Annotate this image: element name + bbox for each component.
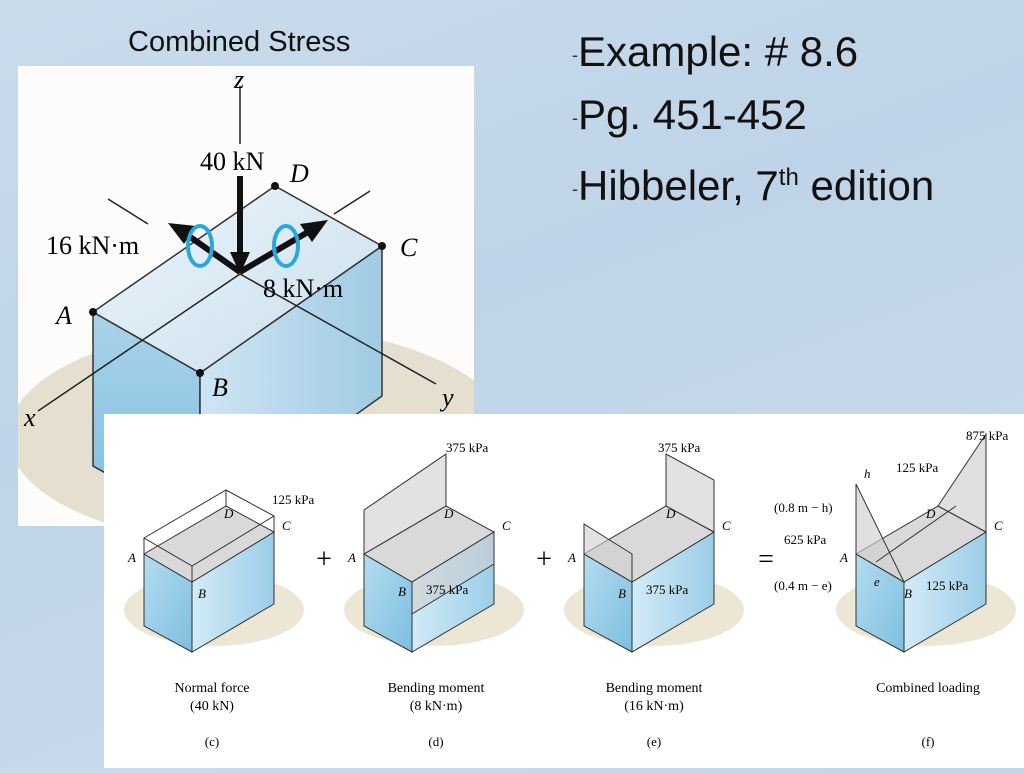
corner-dot-a	[89, 308, 97, 316]
corner-b-label: B	[618, 586, 626, 601]
panel-bending-moment-16: 375 kPa D C A B 375 kPa Bending moment (…	[564, 440, 744, 749]
stress-wedge-tension	[665, 453, 715, 533]
bullet-text: Example: # 8.6	[578, 28, 859, 75]
bullet-page: -Pg. 451-452	[572, 85, 934, 148]
corner-d-label: D	[665, 506, 676, 521]
corner-b-label: B	[398, 584, 406, 599]
corner-b-label: B	[212, 373, 228, 402]
bullet-example: -Example: # 8.6	[572, 22, 934, 85]
panel-top-label: 875 kPa	[966, 428, 1008, 443]
panel-combined-loading: 875 kPa h 125 kPa (0.8 m − h) D C 625 kP…	[774, 428, 1016, 749]
bullet-text: Hibbeler, 7	[578, 161, 779, 209]
bullet-dash: -	[572, 107, 578, 128]
section-line-right	[333, 190, 371, 215]
stress-surface-tension	[937, 432, 987, 533]
force-arrow-head	[230, 252, 250, 274]
corner-dot-c	[378, 242, 386, 250]
axis-y-label: y	[439, 383, 454, 412]
corner-d-label: D	[443, 506, 454, 521]
stress-distribution-figure: 125 kPa D C A B Normal force (40 kN) (c)…	[104, 414, 1024, 768]
corner-c-label: C	[502, 518, 511, 533]
panel-letter: (d)	[428, 734, 443, 749]
panel-caption-line1: Bending moment	[388, 681, 485, 696]
x-axis	[37, 273, 241, 412]
stress-wedge-compression	[411, 531, 495, 615]
corner-c-label: C	[994, 518, 1003, 533]
panel-bottom-label: 375 kPa	[646, 582, 688, 597]
bullet-book: -Hibbeler, 7th edition	[572, 148, 934, 219]
corner-d-label: D	[925, 506, 936, 521]
panel-normal-force: 125 kPa D C A B Normal force (40 kN) (c)	[124, 489, 314, 749]
bullet-text-after: edition	[798, 161, 935, 209]
axis-x-label: x	[23, 403, 36, 432]
y-axis	[239, 273, 437, 385]
panel-bottom-label: 375 kPa	[426, 582, 468, 597]
bullet-dash: -	[572, 44, 578, 65]
moment-y-arrow-head	[300, 220, 328, 242]
corner-c-label: C	[400, 233, 418, 262]
moment-y-curl-icon	[272, 224, 300, 268]
panel-letter: (f)	[922, 734, 935, 749]
dimension-label-h: (0.8 m − h)	[774, 500, 833, 515]
corner-b-label: B	[904, 586, 912, 601]
panel-caption-line2: (40 kN)	[190, 699, 234, 714]
panel-top-label: 375 kPa	[658, 440, 700, 455]
moment-x-label: 16 kN·m	[46, 231, 139, 260]
panel-letter: (c)	[205, 734, 219, 749]
bullet-text: Pg. 451-452	[578, 90, 807, 138]
panel-letter: (e)	[647, 734, 661, 749]
slide-title: Combined Stress	[128, 26, 351, 58]
stress-wedge-tension	[363, 453, 447, 555]
panel-caption-line2: (8 kN·m)	[410, 699, 463, 714]
panel-left-label: 625 kPa	[784, 532, 826, 547]
equals-operator: =	[758, 544, 774, 575]
corner-dot-b	[196, 369, 204, 377]
panel-caption-line1: Bending moment	[606, 681, 703, 696]
panel-bottom-label: 125 kPa	[926, 578, 968, 593]
panel-caption-line2: (16 kN·m)	[624, 699, 684, 714]
corner-c-label: C	[282, 518, 291, 533]
panel-top-label: 375 kPa	[446, 440, 488, 455]
stress-wedge-compression	[583, 523, 633, 583]
moment-y-label: 8 kN·m	[263, 274, 343, 303]
corner-c-label: C	[722, 518, 731, 533]
h-label: h	[864, 466, 871, 481]
moment-x-curl-icon	[186, 224, 214, 268]
bullet-superscript: th	[778, 163, 799, 191]
corner-d-label: D	[223, 506, 234, 521]
e-label: e	[874, 574, 880, 589]
bullet-list: -Example: # 8.6 -Pg. 451-452 -Hibbeler, …	[572, 22, 934, 219]
corner-d-label: D	[289, 159, 309, 188]
section-line-left	[107, 198, 149, 225]
panel-caption-line1: Normal force	[174, 681, 249, 696]
corner-a-label: A	[347, 550, 356, 565]
corner-b-label: B	[198, 586, 206, 601]
panel-bending-moment-8: 375 kPa D C A B 375 kPa Bending moment (…	[344, 440, 524, 749]
panel-mid-label: 125 kPa	[896, 460, 938, 475]
dimension-label-e: (0.4 m − e)	[774, 578, 832, 593]
corner-a-label: A	[839, 550, 848, 565]
plus-operator: +	[536, 544, 552, 575]
plus-operator: +	[316, 544, 332, 575]
stress-surface-compression	[855, 483, 906, 584]
force-label: 40 kN	[200, 147, 265, 176]
panel-caption-line1: Combined loading	[876, 681, 980, 696]
axis-z-label: z	[233, 66, 244, 94]
corner-a-label: A	[567, 550, 576, 565]
corner-dot-d	[271, 182, 279, 190]
moment-x-arrow-head	[168, 223, 196, 244]
corner-a-label: A	[54, 301, 72, 330]
panel-top-label: 125 kPa	[272, 492, 314, 507]
bullet-dash: -	[572, 178, 578, 199]
neutral-axis	[875, 505, 957, 563]
corner-a-label: A	[127, 550, 136, 565]
